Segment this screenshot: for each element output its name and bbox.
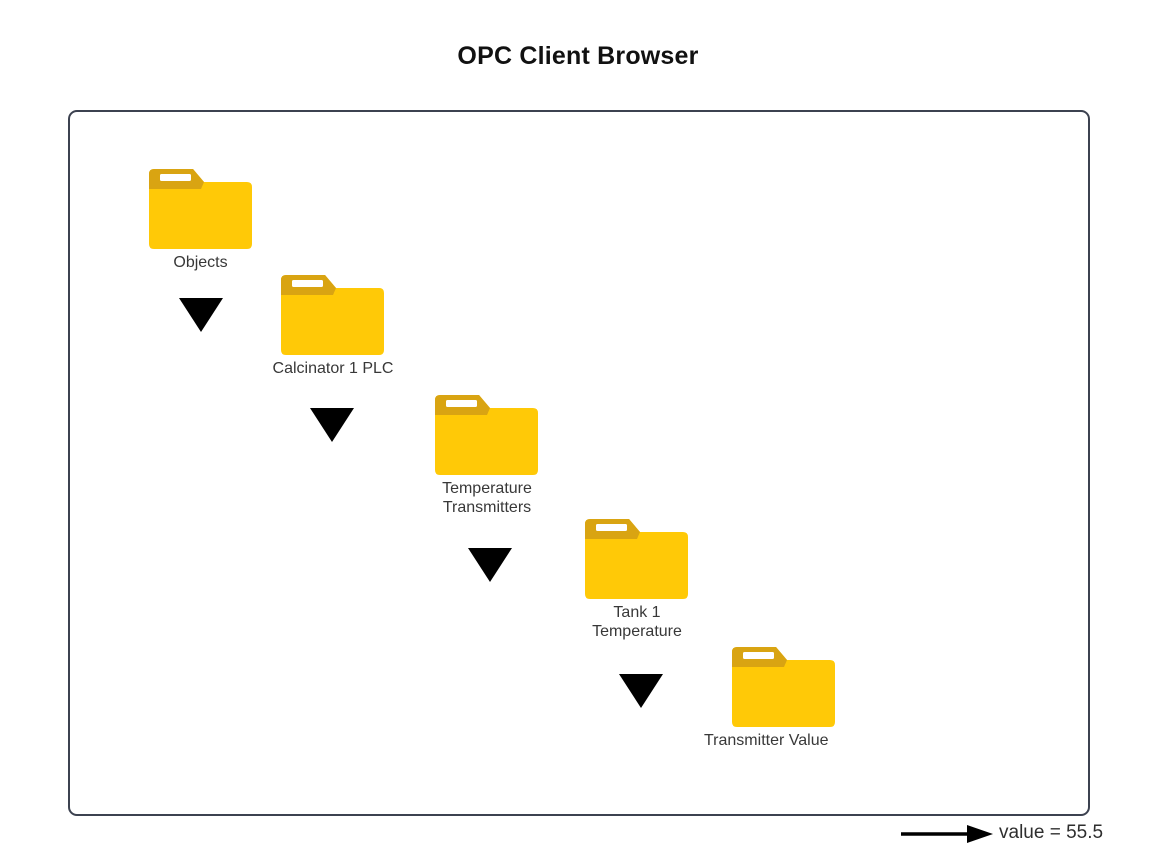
browser-panel: Objects Calcinator 1 PLC bbox=[68, 110, 1103, 843]
value-annotation: value = 55.5 bbox=[999, 822, 1104, 843]
tree-node-label: Objects bbox=[173, 254, 228, 271]
tree-node-value[interactable]: Transmitter Value bbox=[704, 646, 884, 750]
folder-icon bbox=[732, 646, 835, 728]
triangle-down-icon bbox=[179, 298, 223, 332]
folder-icon bbox=[149, 168, 252, 250]
tree-node-tank1[interactable]: Tank 1 Temperature bbox=[585, 518, 727, 641]
tree-node-plc[interactable]: Calcinator 1 PLC bbox=[273, 274, 423, 378]
page-title: OPC Client Browser bbox=[457, 42, 699, 70]
folder-icon bbox=[281, 274, 384, 356]
triangle-down-icon bbox=[468, 548, 512, 582]
folder-icon bbox=[585, 518, 688, 600]
tree-node-label: Transmitter Value bbox=[704, 732, 829, 749]
triangle-down-icon bbox=[310, 408, 354, 442]
tree-node-transmitters[interactable]: Temperature Transmitters bbox=[435, 394, 577, 517]
tree-node-label: Calcinator 1 PLC bbox=[272, 360, 394, 377]
tree-node-label: Tank 1 Temperature bbox=[592, 604, 682, 640]
tree-node-label: Temperature Transmitters bbox=[442, 480, 532, 516]
folder-icon bbox=[435, 394, 538, 476]
tree-node-objects[interactable]: Objects bbox=[149, 168, 252, 272]
arrow-right-icon bbox=[901, 822, 993, 846]
triangle-down-icon bbox=[619, 674, 663, 708]
